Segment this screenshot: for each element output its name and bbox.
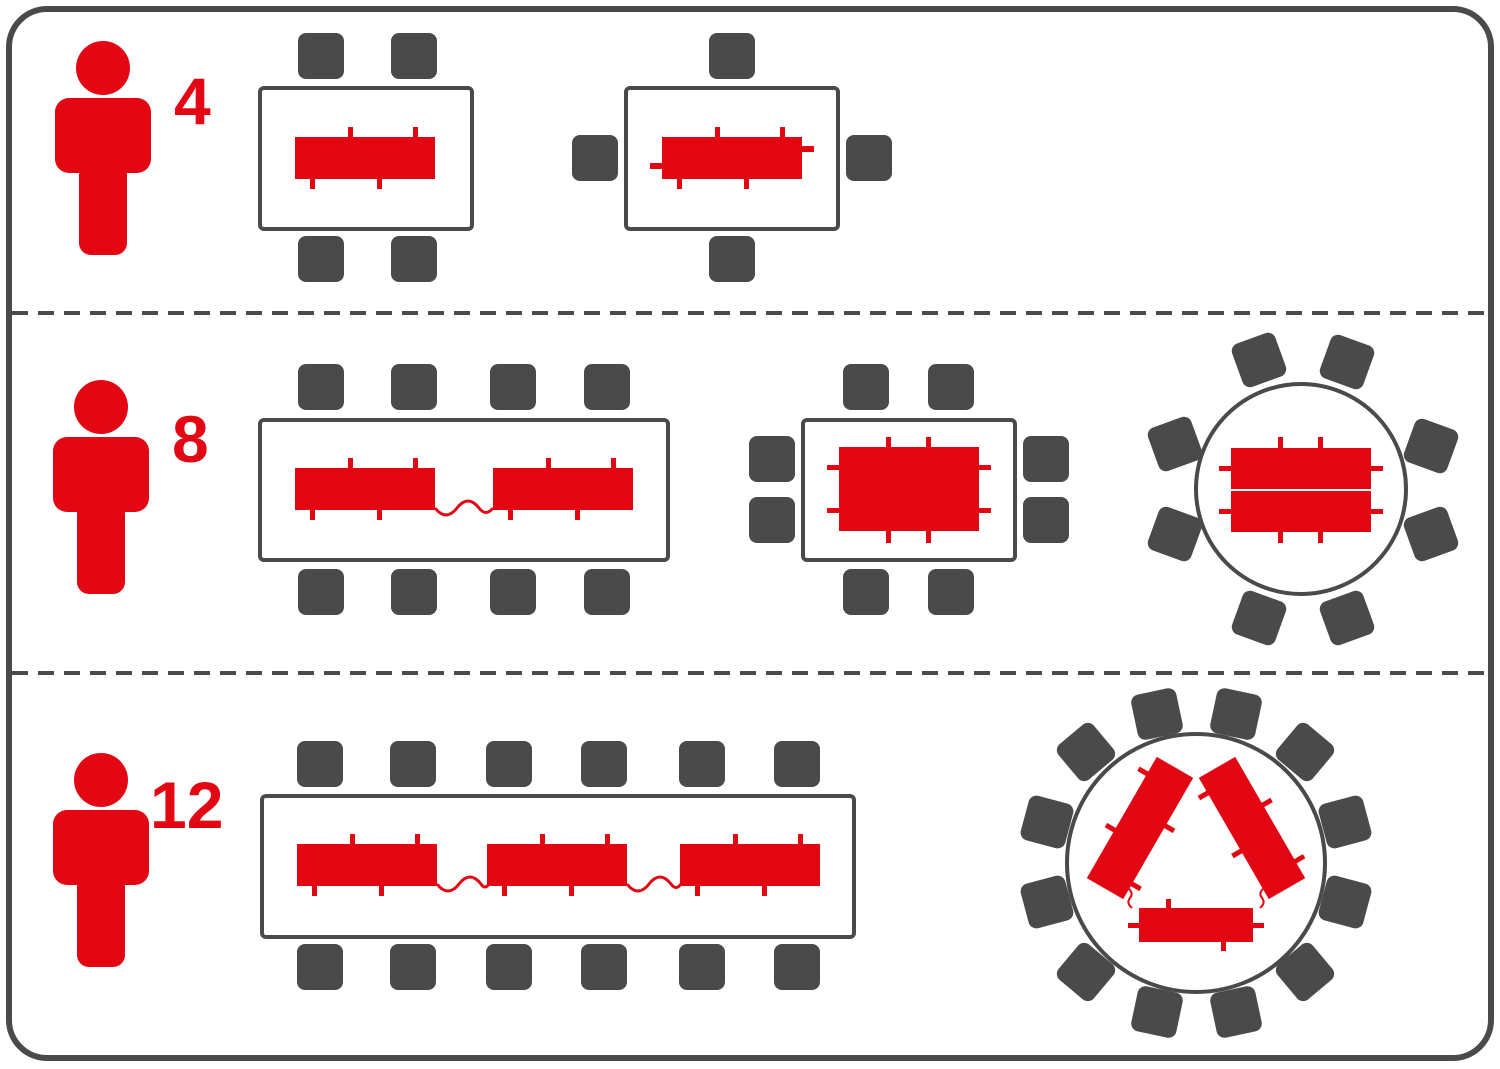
rectangular-table-layout xyxy=(258,33,474,282)
heater-cable xyxy=(1127,887,1133,909)
chair xyxy=(298,33,344,79)
chair xyxy=(843,364,889,410)
chair xyxy=(391,33,437,79)
rectangular-table-layout xyxy=(749,364,1069,615)
chair xyxy=(928,569,974,615)
chair xyxy=(391,364,437,410)
chair xyxy=(584,569,630,615)
chair xyxy=(390,944,436,990)
chair xyxy=(679,944,725,990)
round-table-layout xyxy=(1018,686,1374,1040)
count-label: 8 xyxy=(172,402,209,476)
heater-cable xyxy=(1259,887,1265,909)
chair xyxy=(749,497,795,543)
chair xyxy=(581,944,627,990)
chair xyxy=(390,741,436,787)
chair xyxy=(297,944,343,990)
chair xyxy=(774,741,820,787)
heater-cable xyxy=(433,499,495,517)
chair xyxy=(298,569,344,615)
rectangular-table-layout xyxy=(572,33,892,282)
heating-element xyxy=(827,437,991,489)
count-label: 12 xyxy=(150,768,223,842)
chair xyxy=(709,33,755,79)
heater-cable xyxy=(625,875,683,893)
chair xyxy=(679,741,725,787)
chair xyxy=(297,741,343,787)
chair xyxy=(774,944,820,990)
chair xyxy=(1129,686,1185,742)
chair xyxy=(584,364,630,410)
chair xyxy=(486,944,532,990)
rectangular-table-layout xyxy=(260,741,856,990)
row-8-persons: 8 xyxy=(53,330,1461,648)
chair xyxy=(298,364,344,410)
chair xyxy=(1208,984,1264,1040)
chair xyxy=(581,741,627,787)
chair xyxy=(749,436,795,482)
count-label: 4 xyxy=(174,64,211,138)
chair xyxy=(572,135,618,181)
chair xyxy=(709,236,755,282)
heating-element xyxy=(827,489,991,543)
chair xyxy=(1023,497,1069,543)
table xyxy=(258,418,670,562)
heating-element xyxy=(1128,899,1264,951)
rectangular-table-layout xyxy=(258,364,670,615)
chair xyxy=(1023,436,1069,482)
heating-element xyxy=(1219,491,1383,543)
chair xyxy=(490,569,536,615)
chair xyxy=(1208,686,1264,742)
chair xyxy=(486,741,532,787)
chair xyxy=(391,569,437,615)
row-4-persons: 4 xyxy=(55,33,892,282)
heating-element xyxy=(650,127,814,189)
row-12-persons: 12 xyxy=(53,686,1374,1040)
chair xyxy=(298,236,344,282)
chair xyxy=(391,236,437,282)
chair xyxy=(928,364,974,410)
chair xyxy=(846,135,892,181)
chair xyxy=(490,364,536,410)
round-table-layout xyxy=(1145,330,1461,648)
heating-element xyxy=(1219,437,1383,489)
chair xyxy=(843,569,889,615)
heater-cable xyxy=(435,875,491,893)
chair xyxy=(1129,984,1185,1040)
